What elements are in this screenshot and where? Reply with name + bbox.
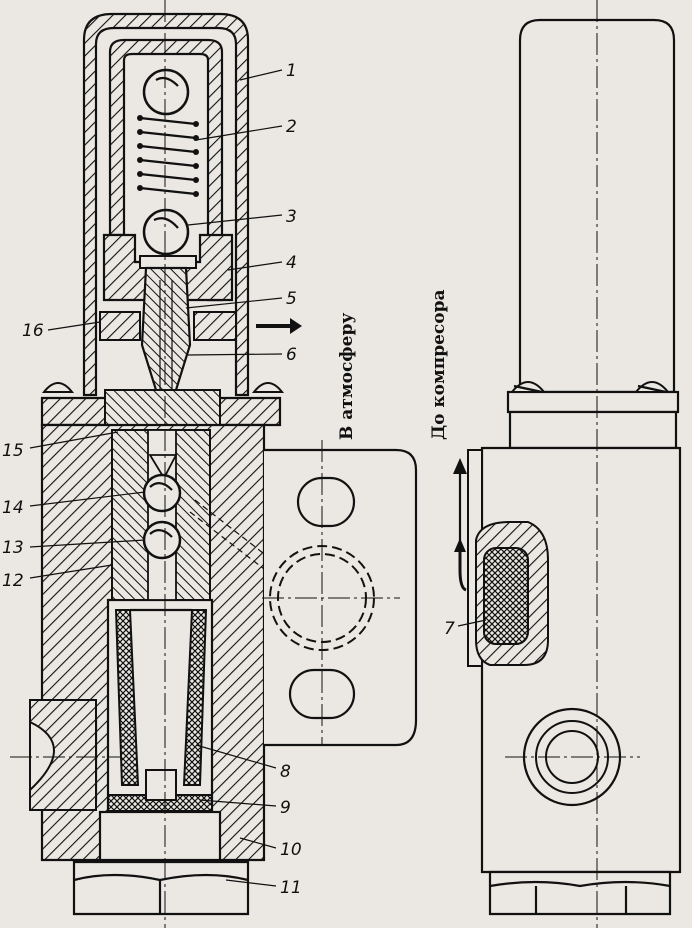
label-5: 5 <box>286 289 297 309</box>
leader-lines <box>29 69 487 887</box>
compressor-label: До компресора <box>429 290 449 441</box>
label-11: 11 <box>280 878 302 898</box>
label-2: 2 <box>286 117 297 137</box>
spring <box>137 115 199 197</box>
label-1: 1 <box>286 61 297 81</box>
filter-right <box>182 609 208 786</box>
side-filter <box>483 547 529 645</box>
label-9: 9 <box>280 798 291 818</box>
label-12: 12 <box>2 571 24 591</box>
label-4: 4 <box>286 253 297 273</box>
cap-shell <box>82 12 250 397</box>
label-15: 15 <box>2 441 24 461</box>
upper-ball <box>142 68 190 116</box>
part-numbers: 1 2 3 4 5 6 7 8 9 10 11 12 13 14 15 16 <box>2 61 455 898</box>
atmosphere-label: В атмосферу <box>337 313 357 440</box>
label-13: 13 <box>2 538 24 558</box>
label-16: 16 <box>22 321 44 341</box>
label-7: 7 <box>444 619 455 639</box>
side-view <box>453 0 682 928</box>
label-14: 14 <box>2 498 24 518</box>
flow-arrows <box>453 458 467 592</box>
side-bottom-nut <box>488 870 672 916</box>
section-view <box>10 0 418 928</box>
lower-spring-ball <box>142 208 190 256</box>
seat-ring <box>99 311 141 341</box>
exhaust-arrow <box>256 318 302 334</box>
label-3: 3 <box>286 207 297 227</box>
label-8: 8 <box>280 762 291 782</box>
ball-14 <box>142 473 182 513</box>
label-10: 10 <box>280 840 302 860</box>
ball-13 <box>142 520 182 560</box>
filter-left <box>114 609 140 786</box>
label-6: 6 <box>286 345 297 365</box>
